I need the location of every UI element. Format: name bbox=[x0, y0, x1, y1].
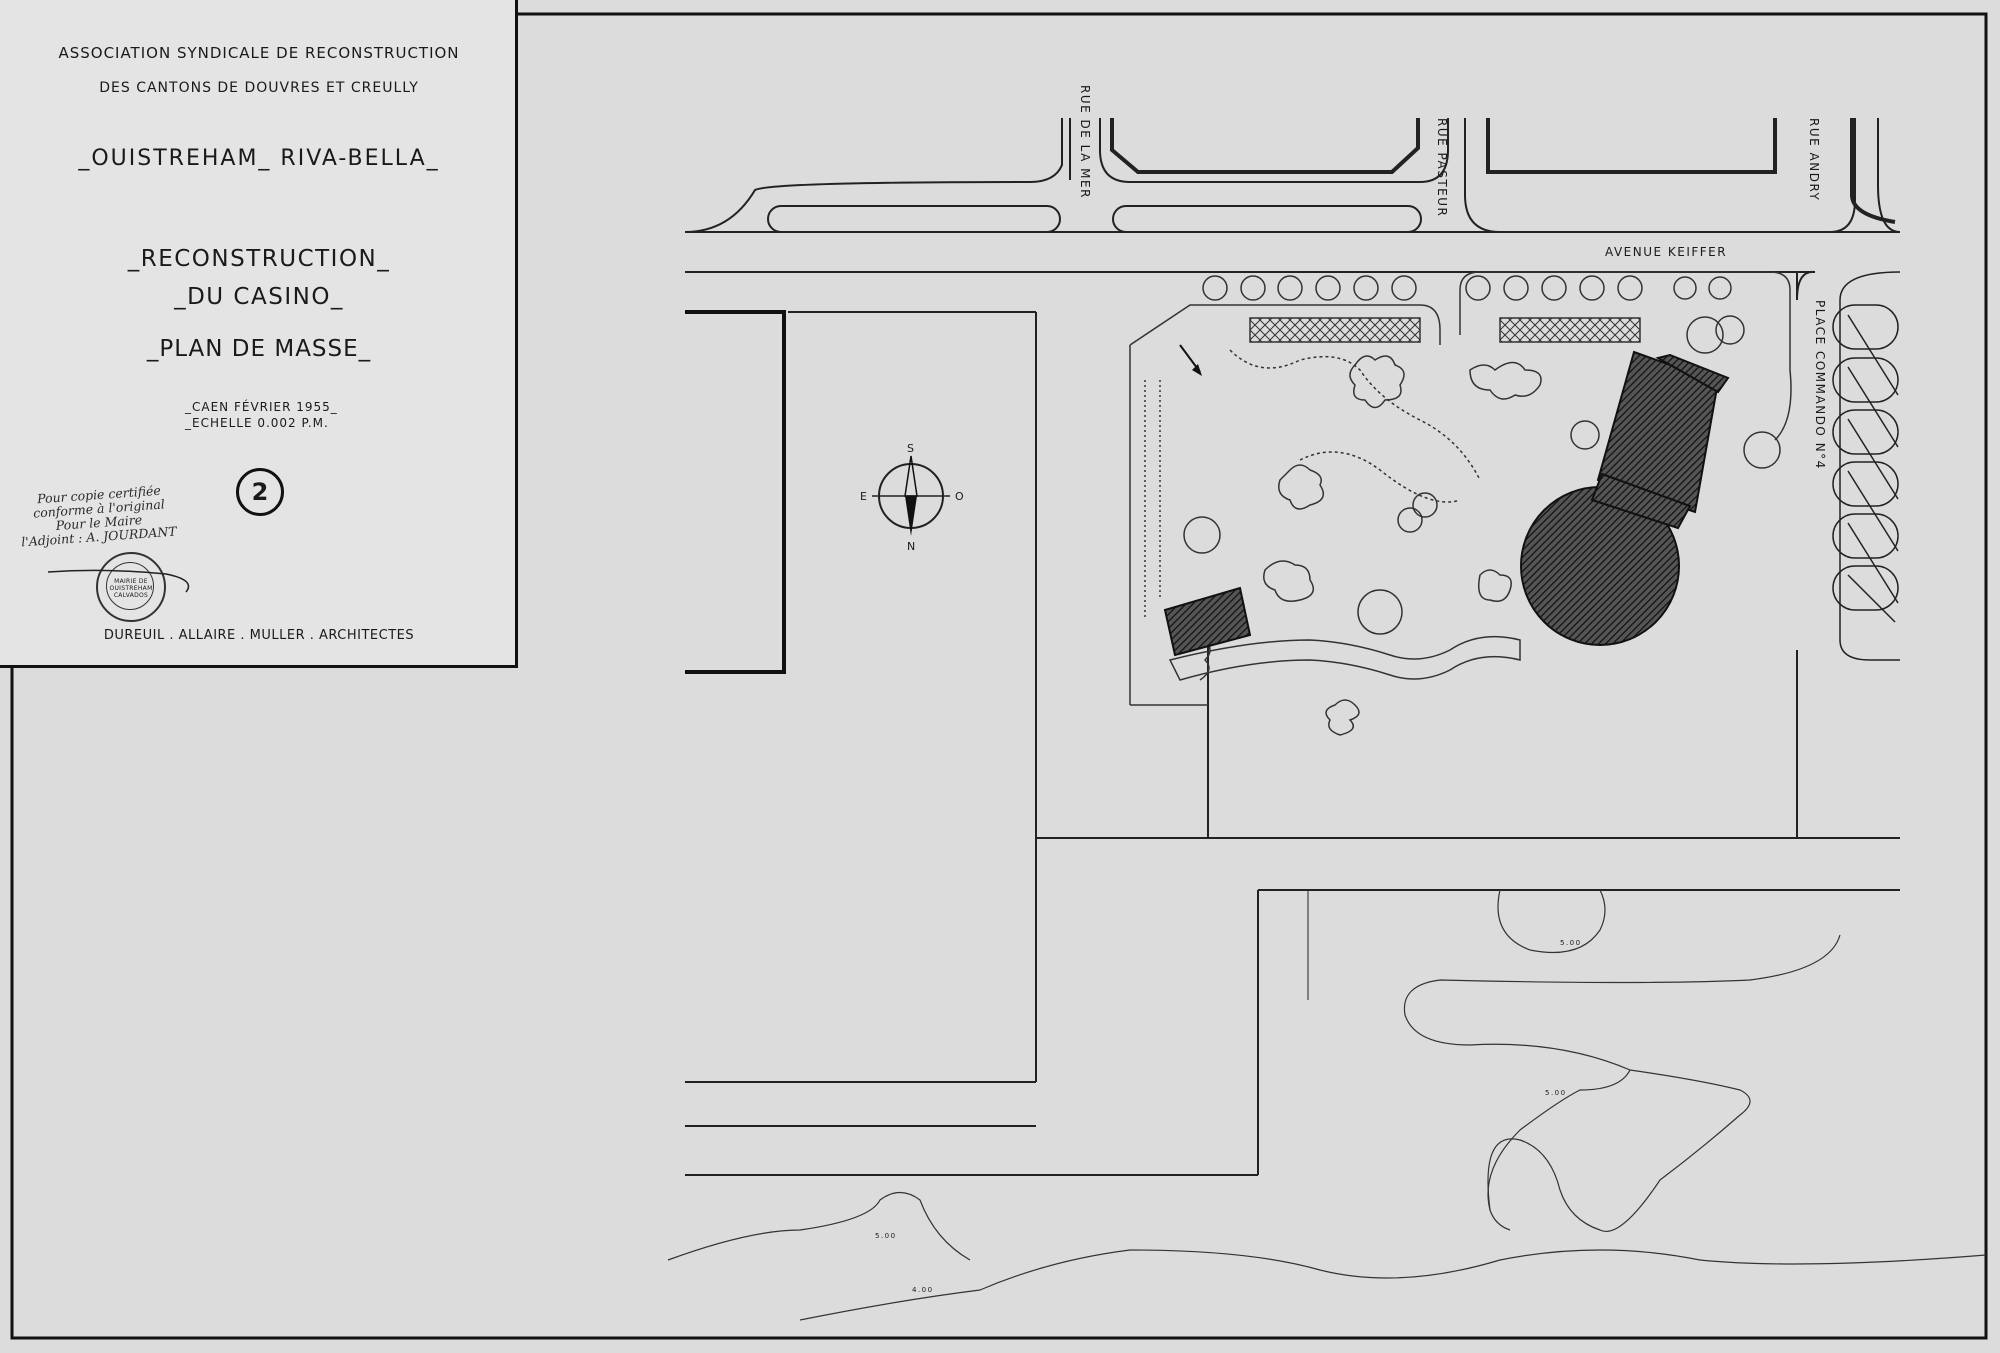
town-name: _OUISTREHAM_ RIVA-BELLA_ bbox=[78, 146, 440, 171]
architects-credit: DUREUIL . ALLAIRE . MULLER . ARCHITECTES bbox=[103, 628, 415, 643]
drawing-title: _PLAN DE MASSE_ bbox=[146, 336, 372, 362]
compass-north-label: N bbox=[907, 540, 917, 553]
compass-rose: S N E O bbox=[860, 442, 965, 553]
project-title-line2: _DU CASINO_ bbox=[174, 284, 344, 310]
contour-lines bbox=[667, 889, 1987, 1321]
contour-label-c: 5.00 bbox=[875, 1232, 897, 1240]
contour-label-b: 5.00 bbox=[1545, 1089, 1567, 1097]
street-label-rue-de-la-mer: RUE DE LA MER bbox=[1078, 85, 1092, 199]
sheet-number: 2 bbox=[236, 468, 284, 516]
pavilion bbox=[1163, 586, 1252, 657]
certification-note: Pour copie certifiée conforme à l'origin… bbox=[14, 483, 184, 550]
street-label-avenue-keiffer: AVENUE KEIFFER bbox=[1605, 245, 1727, 259]
casino-site bbox=[1129, 271, 1792, 736]
compass-west-label: O bbox=[955, 490, 965, 503]
street-network bbox=[684, 118, 1901, 273]
compass-south-label: S bbox=[907, 442, 915, 455]
compass-east-label: E bbox=[860, 490, 868, 503]
street-label-place-commando: PLACE COMMANDO N°4 bbox=[1813, 300, 1827, 470]
street-label-rue-andry: RUE ANDRY bbox=[1807, 118, 1821, 201]
parking-stalls bbox=[1832, 271, 1901, 661]
project-title-line1: _RECONSTRUCTION_ bbox=[127, 246, 391, 272]
signature-flourish bbox=[47, 569, 190, 593]
street-label-rue-pasteur: RUE PASTEUR bbox=[1435, 118, 1449, 217]
contour-label-d: 4.00 bbox=[912, 1286, 934, 1294]
left-block bbox=[685, 270, 1900, 1176]
contour-label-a: 5.00 bbox=[1560, 939, 1582, 947]
drawing-date: _CAEN FÉVRIER 1955_ bbox=[185, 400, 338, 414]
casino-buildings bbox=[1163, 350, 1730, 657]
cantons-name: DES CANTONS DE DOUVRES ET CREULLY bbox=[99, 80, 419, 96]
mayor-seal-stamp: MAIRIE DE OUISTREHAM CALVADOS bbox=[96, 552, 166, 622]
drawing-scale: _ECHELLE 0.002 P.M. bbox=[185, 416, 329, 430]
association-name: ASSOCIATION SYNDICALE DE RECONSTRUCTION bbox=[58, 44, 460, 62]
title-block: ASSOCIATION SYNDICALE DE RECONSTRUCTION … bbox=[0, 0, 518, 668]
direction-arrow bbox=[1179, 344, 1202, 376]
